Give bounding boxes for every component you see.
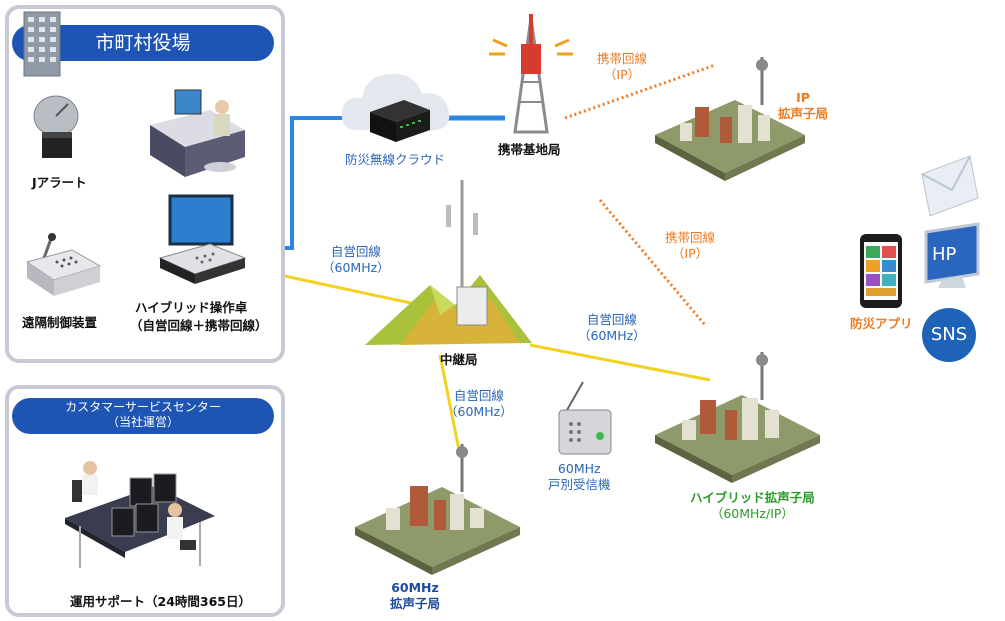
cloud-label: 防災無線クラウド — [345, 152, 446, 167]
cloud-icon — [341, 73, 450, 142]
hybrid-speaker-label-2: （60MHz/IP） — [710, 505, 794, 521]
remote-control-label: 遠隔制御装置 — [22, 315, 98, 330]
own-line-label-3: 自営回線 （60MHz） — [445, 388, 513, 419]
satellite-dish-icon — [33, 95, 79, 158]
own-link-console — [279, 273, 421, 307]
own-line-label-1: 自営回線 （60MHz） — [322, 244, 390, 275]
ip-speaker-label: IP 拡声子局 — [778, 90, 828, 121]
operator-desk-icon — [150, 89, 245, 177]
mobile-ip-label-1: 携帯回線 （IP） — [597, 51, 647, 82]
own-link-hybrid — [529, 343, 711, 382]
ip-speaker-label-1: IP — [796, 90, 810, 105]
ip-speaker-city-icon — [655, 57, 805, 181]
monitor-hp-icon — [924, 222, 980, 288]
own-link-60 — [438, 354, 462, 456]
own-line-label-3a: 自営回線 — [453, 388, 504, 403]
mobile-link-hybrid — [598, 199, 707, 326]
receiver-label-1: 60MHz — [557, 461, 601, 476]
hybrid-speaker-city-icon — [655, 352, 820, 483]
smartphone-app-icon — [860, 234, 902, 308]
mobile-ip-label-2: 携帯回線 （IP） — [665, 230, 715, 261]
base-station-label: 携帯基地局 — [498, 142, 561, 157]
remote-control-device-icon — [25, 233, 102, 296]
hybrid-console-label-1: ハイブリッド操作卓 — [135, 300, 248, 315]
app-label: 防災アプリ — [850, 316, 913, 331]
relay-station-icon — [365, 180, 532, 345]
speaker-60mhz-label-1: 60MHz — [391, 580, 439, 595]
mobile-ip-label-1a: 携帯回線 — [597, 51, 648, 66]
own-line-label-2: 自営回線 （60MHz） — [578, 312, 646, 343]
mobile-ip-label-2b: （IP） — [671, 245, 709, 261]
hybrid-speaker-label-1: ハイブリッド拡声子局 — [690, 490, 815, 505]
speaker-60mhz-label: 60MHz 拡声子局 — [390, 580, 440, 611]
hp-label: HP — [932, 244, 957, 265]
city-hall-building-icon — [23, 11, 61, 77]
own-line-label-2a: 自営回線 — [586, 312, 637, 327]
jalert-label: Jアラート — [32, 175, 87, 190]
hybrid-console-label-2: （自営回線＋携帯回線） — [130, 318, 268, 333]
receiver-label: 60MHz 戸別受信機 — [548, 461, 611, 492]
speaker-60mhz-city-icon — [355, 444, 520, 575]
household-receiver-icon — [558, 381, 612, 455]
own-line-label-3b: （60MHz） — [445, 403, 513, 419]
support-hours-label: 運用サポート（24時間365日） — [70, 594, 251, 609]
mobile-ip-label-2a: 携帯回線 — [665, 230, 716, 245]
email-envelope-icon — [921, 155, 979, 217]
customer-center-title: カスタマーサービスセンター （当社運営） — [12, 398, 274, 434]
own-line-label-1b: （60MHz） — [322, 259, 390, 275]
mobile-link-ip — [564, 63, 716, 120]
ip-speaker-label-2: 拡声子局 — [778, 105, 829, 121]
relay-station-label: 中継局 — [440, 352, 478, 367]
hybrid-console-icon — [158, 194, 247, 284]
hybrid-speaker-label: ハイブリッド拡声子局 （60MHz/IP） — [690, 490, 815, 521]
mobile-ip-label-1b: （IP） — [603, 66, 641, 82]
speaker-60mhz-label-2: 拡声子局 — [390, 595, 441, 611]
support-center-desk-icon — [65, 461, 215, 568]
base-station-tower-icon — [489, 14, 573, 134]
customer-center-title-2: （当社運営） — [106, 415, 179, 429]
own-line-label-1a: 自営回線 — [330, 244, 381, 259]
customer-center-title-1: カスタマーサービスセンター — [65, 400, 221, 414]
sns-badge: SNS — [922, 308, 976, 362]
receiver-label-2: 戸別受信機 — [548, 476, 611, 492]
own-line-label-2b: （60MHz） — [578, 327, 646, 343]
